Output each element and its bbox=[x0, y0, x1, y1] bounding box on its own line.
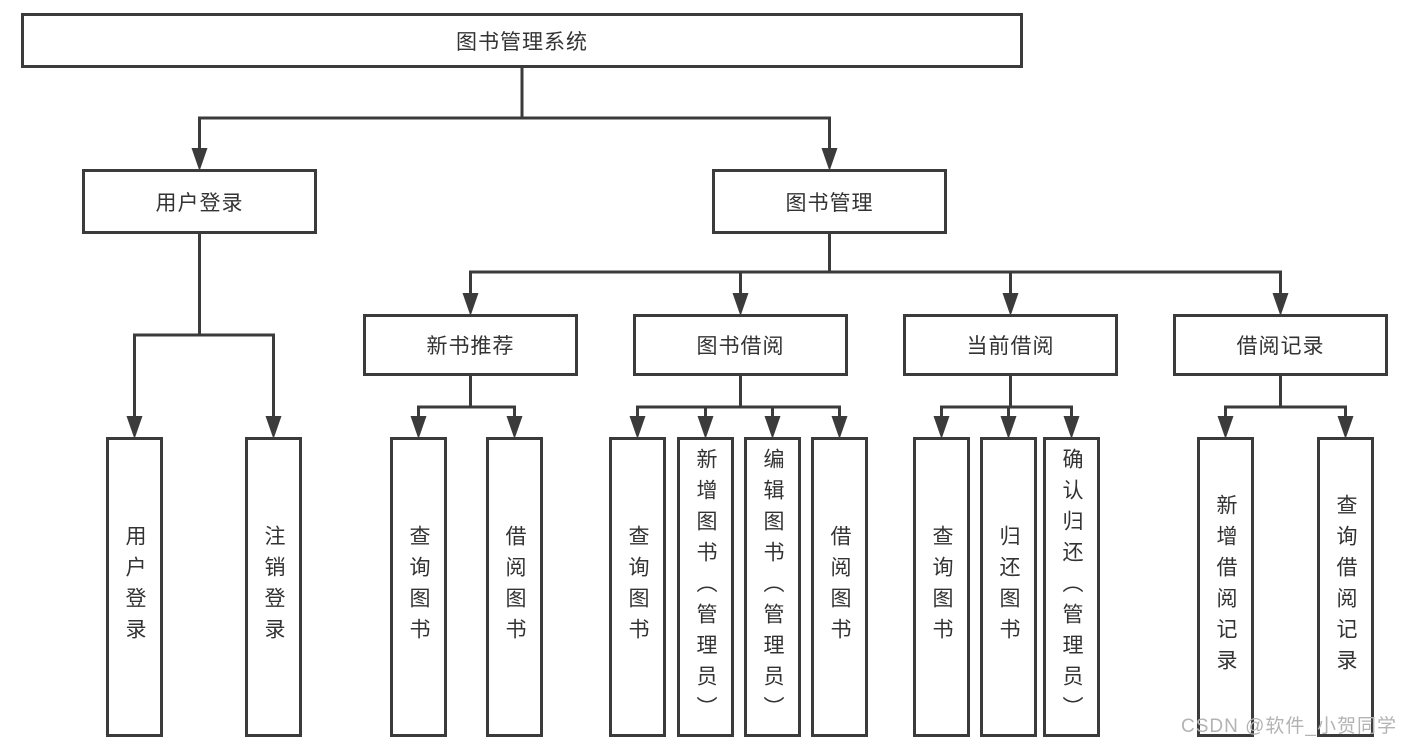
node-leaf-user-login: 用户登录 bbox=[106, 437, 163, 737]
arrowhead-down-icon bbox=[1002, 293, 1019, 316]
arrowhead-down-icon bbox=[462, 293, 479, 316]
node-label-current-borrow: 当前借阅 bbox=[966, 335, 1055, 358]
node-label-leaf-nb-borrow-books: 借阅图书 bbox=[503, 525, 526, 649]
node-label-leaf-cb-confirm-return: 确认归还（管理员） bbox=[1060, 447, 1083, 727]
node-new-book-recommend: 新书推荐 bbox=[363, 314, 578, 376]
arrowhead-down-icon bbox=[821, 148, 838, 171]
node-label-leaf-bb-edit-books-admin: 编辑图书（管理员） bbox=[761, 447, 784, 727]
arrowhead-down-icon bbox=[831, 416, 848, 439]
arrowhead-down-icon bbox=[126, 416, 143, 439]
arrowhead-down-icon bbox=[697, 416, 714, 439]
node-leaf-bb-edit-books-admin: 编辑图书（管理员） bbox=[744, 437, 801, 737]
arrowhead-down-icon bbox=[1337, 416, 1354, 439]
node-label-leaf-user-login: 用户登录 bbox=[123, 525, 146, 649]
node-current-borrow: 当前借阅 bbox=[903, 314, 1118, 376]
node-borrow-records: 借阅记录 bbox=[1173, 314, 1388, 376]
node-leaf-cb-return-books: 归还图书 bbox=[980, 437, 1037, 737]
node-label-leaf-bb-add-books-admin: 新增图书（管理员） bbox=[694, 447, 717, 727]
arrowhead-down-icon bbox=[265, 416, 282, 439]
node-label-book-mgmt: 图书管理 bbox=[785, 191, 874, 215]
node-leaf-cb-query-books: 查询图书 bbox=[913, 437, 970, 737]
node-book-borrow: 图书借阅 bbox=[633, 314, 848, 376]
node-leaf-nb-borrow-books: 借阅图书 bbox=[486, 437, 543, 737]
node-label-leaf-cb-return-books: 归还图书 bbox=[997, 525, 1020, 649]
node-leaf-nb-query-books: 查询图书 bbox=[390, 437, 447, 737]
node-label-new-book-recommend: 新书推荐 bbox=[426, 335, 515, 358]
node-label-leaf-logout: 注销登录 bbox=[262, 525, 285, 649]
node-leaf-bb-borrow-books: 借阅图书 bbox=[811, 437, 868, 737]
arrowhead-down-icon bbox=[410, 416, 427, 439]
node-user-login: 用户登录 bbox=[82, 169, 317, 234]
arrowhead-down-icon bbox=[629, 416, 646, 439]
watermark-text: CSDN @软件_小贺同学 bbox=[1181, 716, 1397, 737]
node-label-leaf-cb-query-books: 查询图书 bbox=[930, 525, 953, 649]
node-label-leaf-br-query-record: 查询借阅记录 bbox=[1334, 494, 1357, 680]
arrowhead-down-icon bbox=[1063, 416, 1080, 439]
node-label-leaf-br-add-record: 新增借阅记录 bbox=[1214, 494, 1237, 680]
node-label-leaf-bb-query-books: 查询图书 bbox=[626, 525, 649, 649]
arrowhead-down-icon bbox=[506, 416, 523, 439]
node-leaf-br-add-record: 新增借阅记录 bbox=[1197, 437, 1254, 737]
node-label-root: 图书管理系统 bbox=[456, 30, 588, 54]
node-label-user-login: 用户登录 bbox=[155, 191, 244, 215]
arrowhead-down-icon bbox=[933, 416, 950, 439]
arrowhead-down-icon bbox=[1000, 416, 1017, 439]
node-leaf-br-query-record: 查询借阅记录 bbox=[1317, 437, 1374, 737]
node-leaf-cb-confirm-return: 确认归还（管理员） bbox=[1043, 437, 1100, 737]
node-label-book-borrow: 图书借阅 bbox=[696, 335, 785, 358]
node-leaf-bb-add-books-admin: 新增图书（管理员） bbox=[677, 437, 734, 737]
arrowhead-down-icon bbox=[1272, 293, 1289, 316]
arrowhead-down-icon bbox=[191, 148, 208, 171]
arrowhead-down-icon bbox=[1217, 416, 1234, 439]
node-leaf-bb-query-books: 查询图书 bbox=[609, 437, 666, 737]
node-label-leaf-nb-query-books: 查询图书 bbox=[407, 525, 430, 649]
node-label-borrow-records: 借阅记录 bbox=[1236, 335, 1325, 358]
arrowhead-down-icon bbox=[732, 293, 749, 316]
node-leaf-logout: 注销登录 bbox=[245, 437, 302, 737]
node-label-leaf-bb-borrow-books: 借阅图书 bbox=[828, 525, 851, 649]
node-book-mgmt: 图书管理 bbox=[712, 169, 947, 234]
node-root: 图书管理系统 bbox=[21, 13, 1023, 68]
arrowhead-down-icon bbox=[764, 416, 781, 439]
